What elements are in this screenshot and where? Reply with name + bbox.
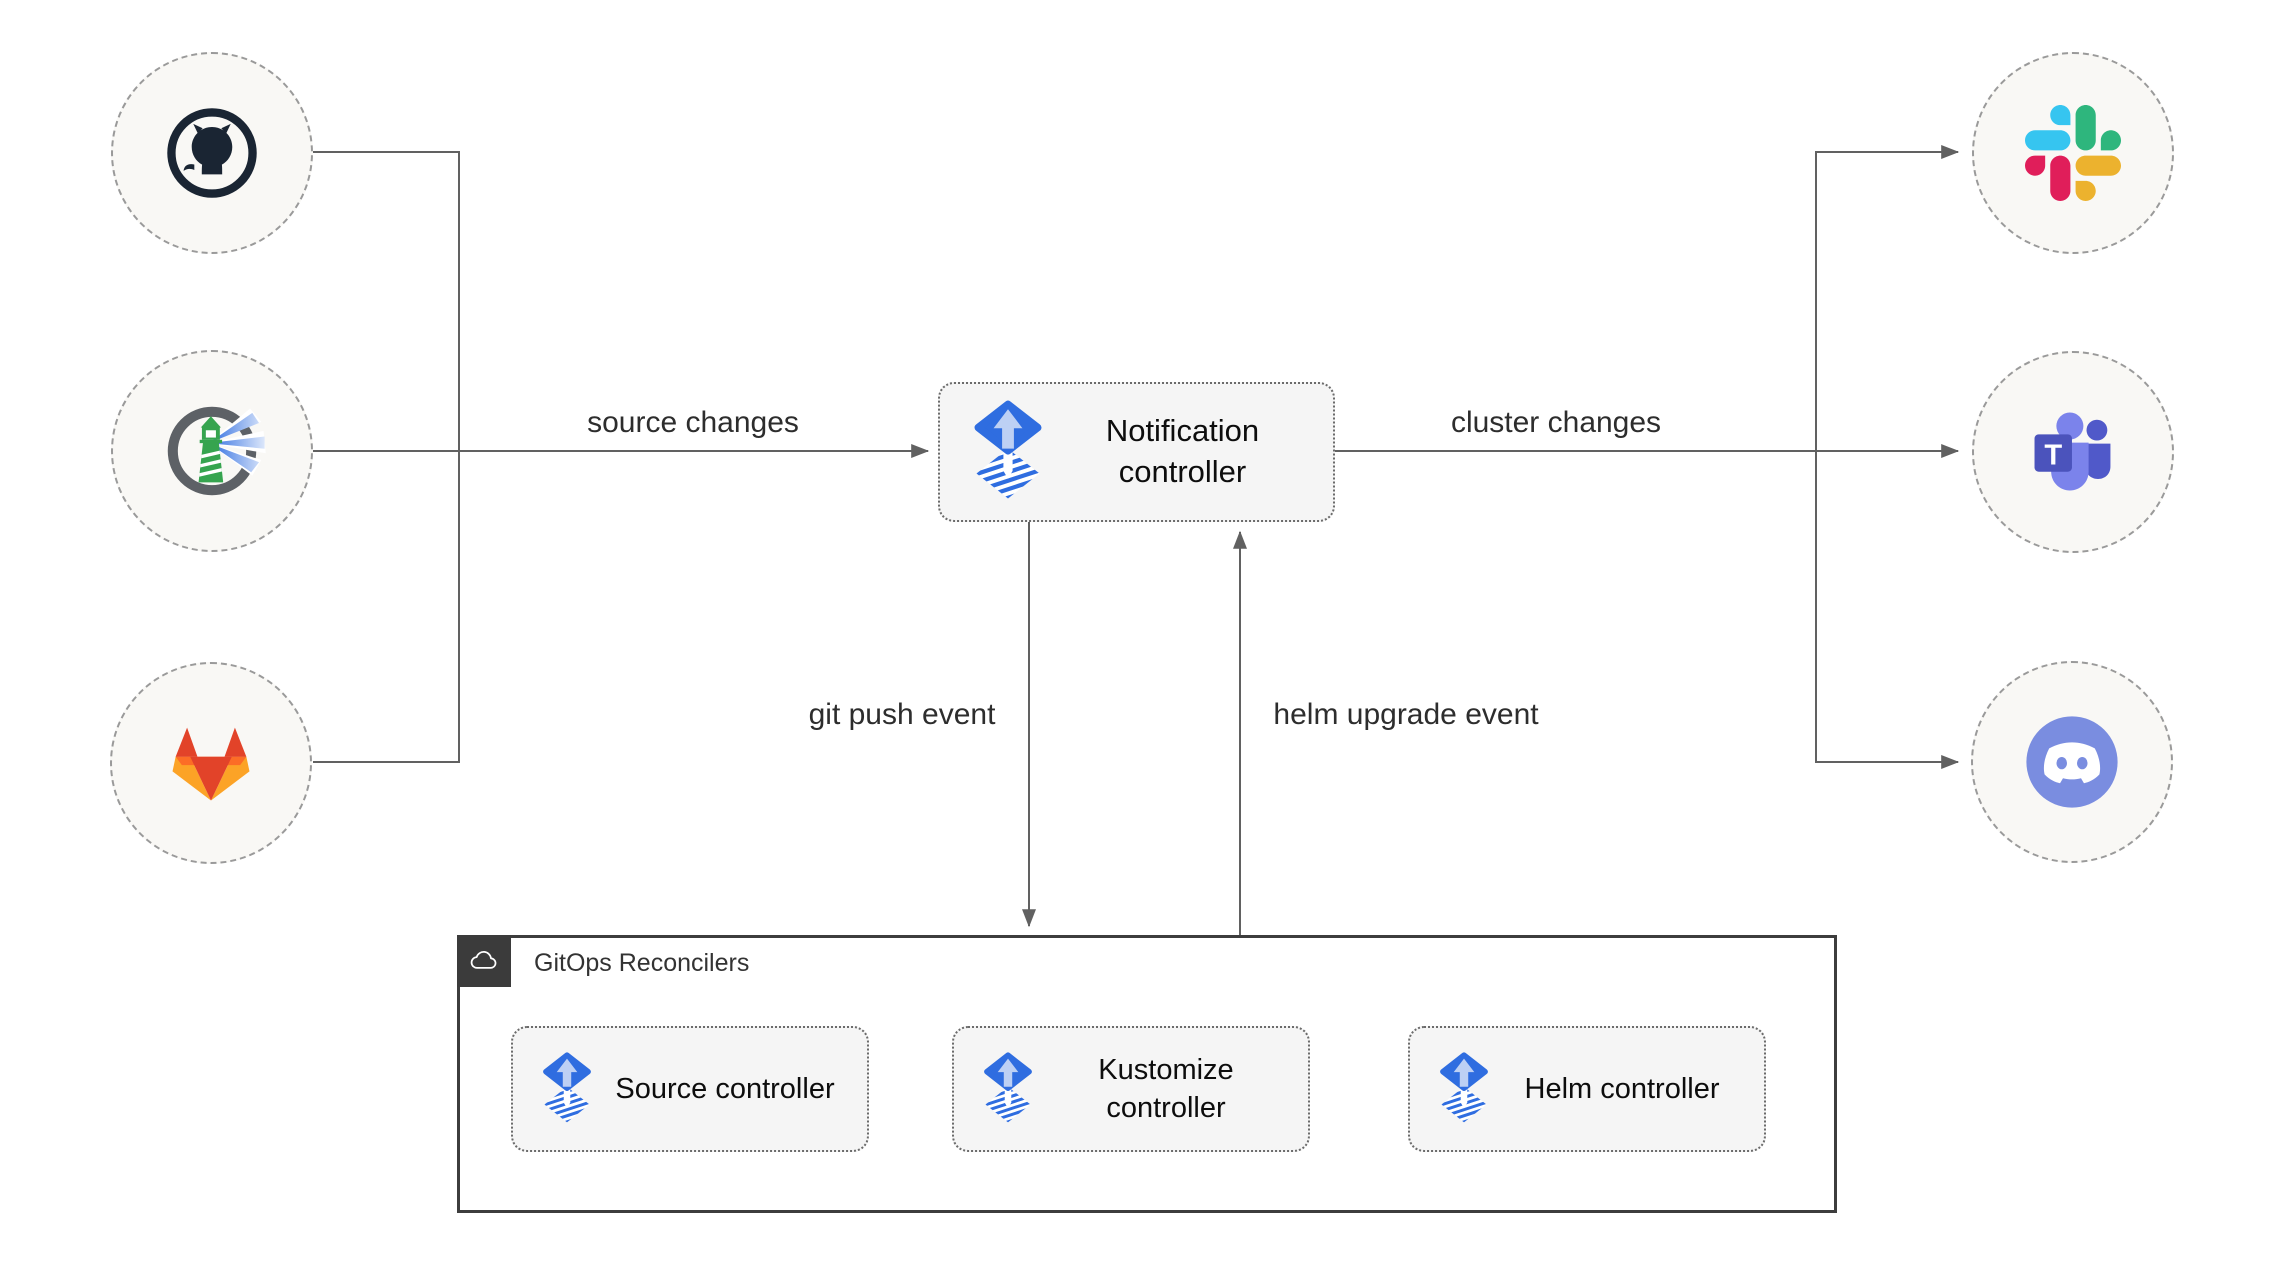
target-node-discord [1971,661,2173,863]
target-node-teams: T [1972,351,2174,553]
teams-icon: T [2034,412,2111,491]
gitlab-icon [172,727,250,801]
group-title: GitOps Reconcilers [534,949,750,977]
edge-label-cluster-changes: cluster changes [1450,406,1662,439]
target-node-slack [1972,52,2174,254]
source-node-gitlab [110,662,312,864]
node-notification-controller: Notification controller [938,382,1335,522]
flux-icon [966,400,1050,505]
flux-icon [537,1052,597,1127]
node-kustomize-controller: Kustomize controller [952,1026,1310,1152]
discord-icon [2026,716,2118,808]
edge-label-source-changes: source changes [587,406,799,439]
edge-label-git-push-event: git push event [808,698,996,731]
source-node-harbor [111,350,313,552]
slack-icon [2025,105,2121,201]
svg-text:T: T [2044,439,2062,471]
node-helm-controller: Helm controller [1408,1026,1766,1152]
flux-icon [978,1052,1038,1127]
node-label: Notification controller [1105,413,1260,489]
node-source-controller: Source controller [511,1026,869,1152]
group-header-badge [457,935,511,987]
node-label: Source controller [615,1072,835,1105]
node-label: Kustomize controller [1098,1053,1234,1124]
cloud-icon [470,951,497,969]
edge-label-helm-upgrade-event: helm upgrade event [1273,698,1539,731]
github-icon [167,108,257,198]
node-label: Helm controller [1524,1072,1720,1105]
flux-icon [1434,1052,1494,1127]
source-node-github [111,52,313,254]
harbor-icon [167,406,266,496]
